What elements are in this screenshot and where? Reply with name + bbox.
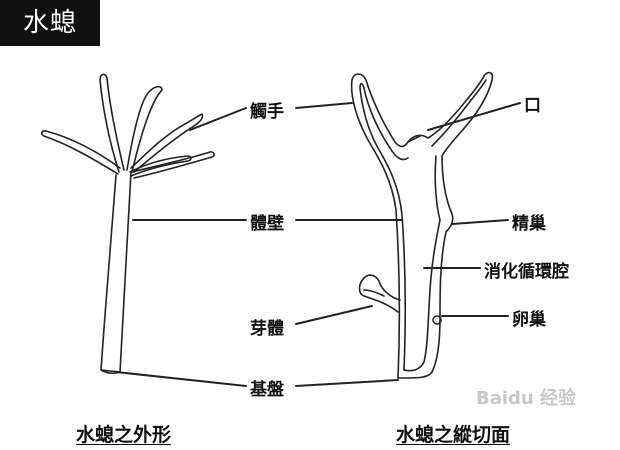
- page-title: 水螅: [0, 0, 100, 46]
- caption-external: 水螅之外形: [76, 424, 172, 446]
- label-mouth: 口: [524, 96, 541, 116]
- label-bud: 芽體: [250, 319, 284, 339]
- label-body-wall: 體壁: [250, 214, 284, 234]
- hydra-tentacles: [41, 73, 215, 179]
- label-tentacle: 觸手: [250, 102, 284, 122]
- label-basal-disc: 基盤: [250, 380, 284, 400]
- label-ovary: 卵巢: [512, 310, 546, 330]
- leader-lines: [115, 102, 521, 387]
- watermark: Baidu 经验: [476, 388, 577, 409]
- hydra-section-outline: [350, 71, 494, 379]
- label-testis: 精巢: [512, 214, 546, 234]
- hydra-external-outline: [100, 171, 132, 375]
- label-gastrovascular-cavity: 消化循環腔: [484, 262, 569, 282]
- caption-section: 水螅之縱切面: [396, 424, 511, 446]
